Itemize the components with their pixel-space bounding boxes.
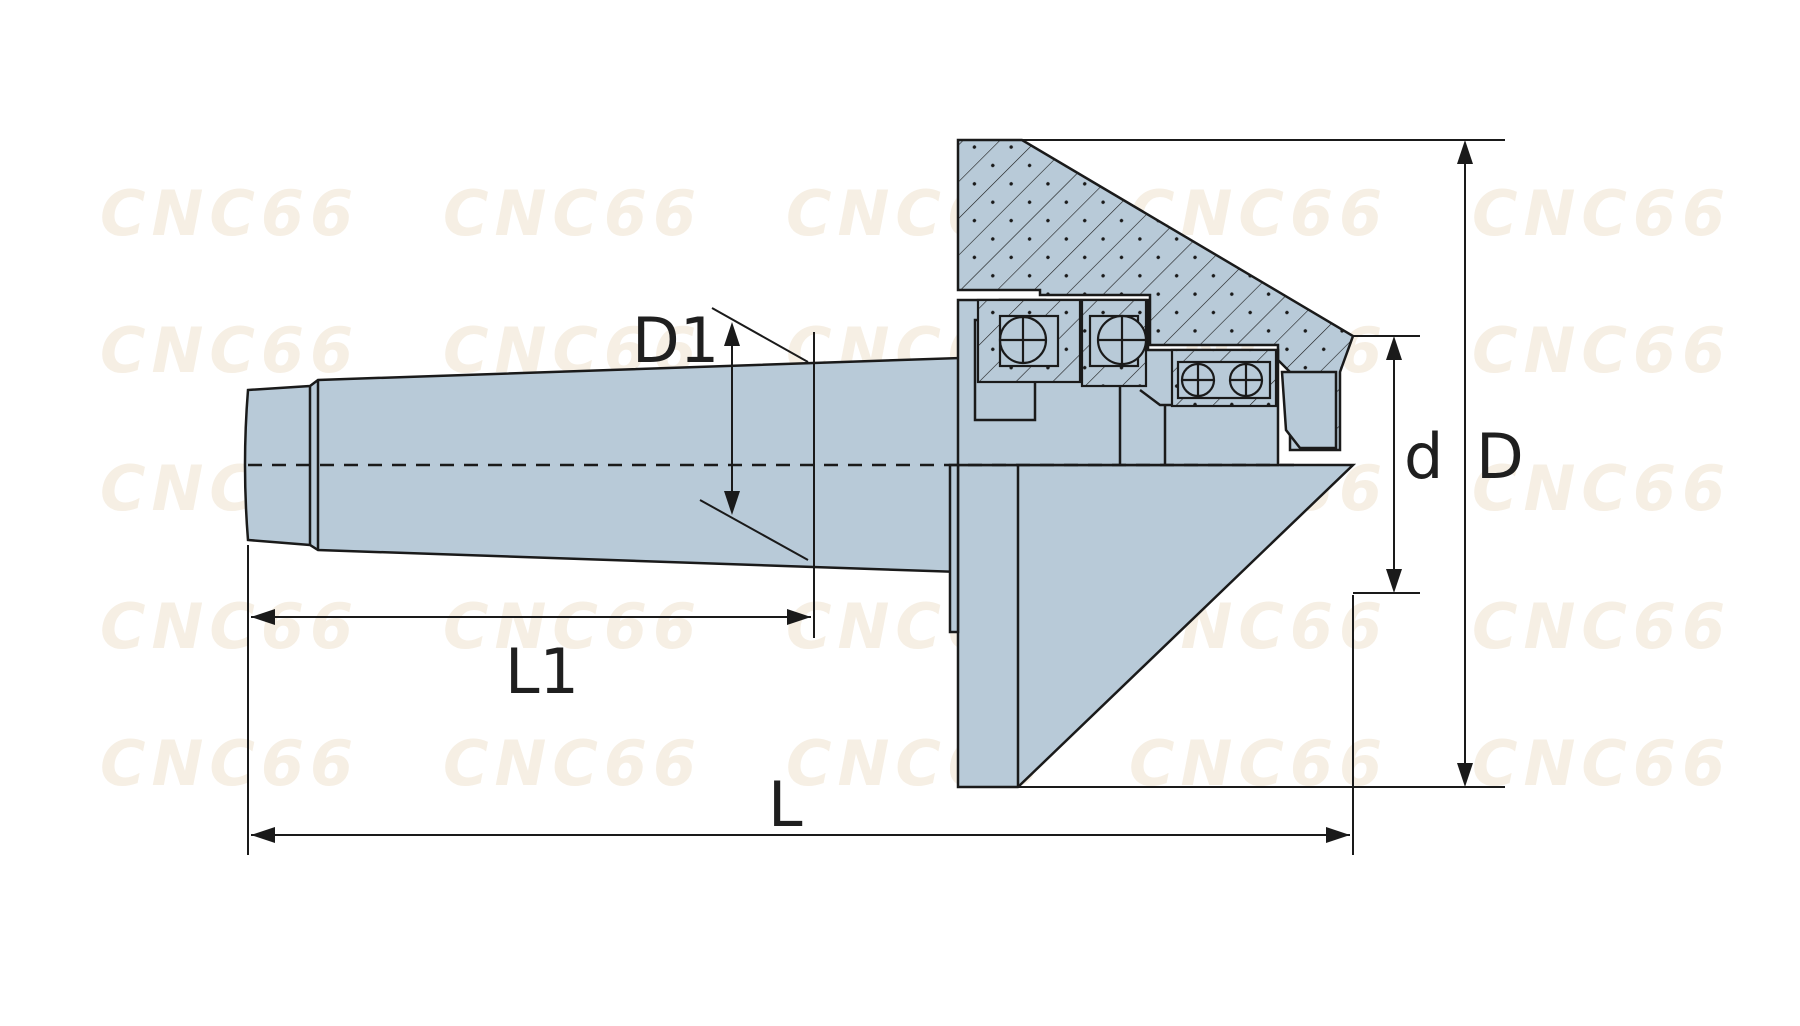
arrowheads [251, 140, 1473, 843]
label-big-d: D [1476, 420, 1524, 493]
watermark-text: CNC66 [443, 177, 702, 250]
watermark-text: CNC66 [1472, 314, 1731, 387]
watermark-text: CNC66 [100, 177, 359, 250]
label-small-d: d [1404, 420, 1443, 493]
watermark-text: CNC66 [443, 590, 702, 663]
label-l: L [768, 768, 803, 841]
label-d1: D1 [632, 304, 719, 377]
watermark-text: CNC66 [1472, 452, 1731, 525]
watermark-text: CNC66 [1129, 727, 1388, 800]
watermark-text: CNC66 [100, 590, 359, 663]
dimension-lines [247, 139, 1505, 855]
watermark-text: CNC66 [100, 314, 359, 387]
bearing-3 [1170, 348, 1278, 408]
label-l1: L1 [505, 635, 579, 708]
watermark-text: CNC66 [100, 727, 359, 800]
watermark-text: CNC66 [1472, 590, 1731, 663]
watermark-text: CNC66 [443, 727, 702, 800]
bearing-2 [1080, 298, 1148, 388]
bearing-1 [976, 298, 1082, 384]
watermark-text: CNC66 [1472, 727, 1731, 800]
watermark-text: CNC66 [1472, 177, 1731, 250]
